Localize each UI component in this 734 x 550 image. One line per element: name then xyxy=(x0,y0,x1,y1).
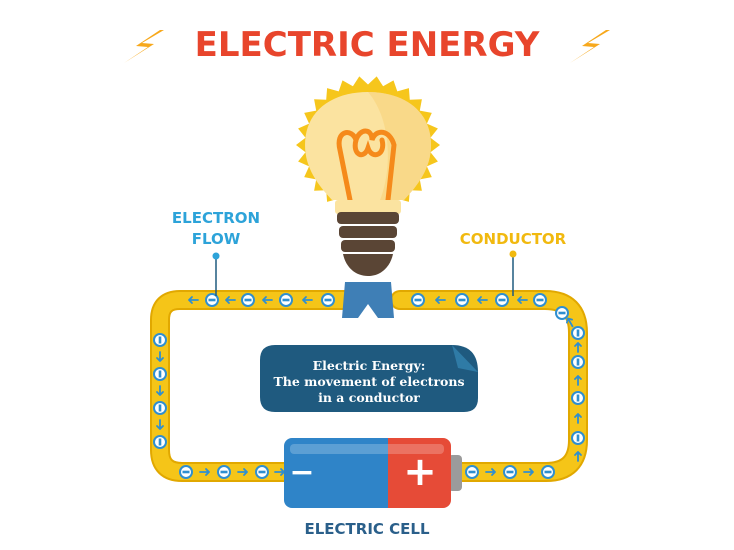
electron-charge-mark xyxy=(498,298,506,302)
bulb-socket-tip xyxy=(343,254,393,276)
conductor-wire xyxy=(150,290,588,482)
electron-charge-mark xyxy=(158,438,162,446)
bulb-socket xyxy=(341,240,395,252)
electron-charge-mark xyxy=(220,470,228,474)
battery-positive-half xyxy=(388,438,451,508)
electron-charge-mark xyxy=(244,298,252,302)
battery-highlight xyxy=(290,444,444,454)
arrow-icon xyxy=(566,317,574,328)
arrow-icon xyxy=(156,385,164,396)
electron-flow-label-line2: FLOW xyxy=(192,230,241,248)
arrow-icon xyxy=(262,296,273,304)
electron-flow-pointer-dot xyxy=(212,252,220,260)
electron-charge-mark xyxy=(158,404,162,412)
electron-charge-mark xyxy=(324,298,332,302)
note-line-1: Electric Energy: xyxy=(313,358,426,373)
arrow-icon xyxy=(574,413,582,424)
bulb-neck xyxy=(335,200,401,214)
battery-negative-symbol: − xyxy=(289,455,314,490)
electron-charge-mark xyxy=(458,298,466,302)
lightning-bolt-icon xyxy=(124,30,164,63)
conductor-label: CONDUCTOR xyxy=(460,230,567,248)
battery-cap xyxy=(448,455,462,491)
arrow-icon xyxy=(302,296,313,304)
note-box: Electric Energy: The movement of electro… xyxy=(260,345,478,412)
electron-group xyxy=(153,293,585,479)
battery-seam xyxy=(388,438,398,508)
filament xyxy=(336,128,397,203)
note-box-fold xyxy=(452,345,478,372)
electron-charge-mark xyxy=(208,298,216,302)
electron-charge-mark xyxy=(506,470,514,474)
arrow-icon xyxy=(574,375,582,386)
arrow-icon xyxy=(225,296,236,304)
note-box-shape xyxy=(260,345,478,412)
electric-cell-label: ELECTRIC CELL xyxy=(304,520,429,538)
arrow-icon xyxy=(199,468,210,476)
electron-flow-label-line1: ELECTRON xyxy=(172,209,260,227)
electron-charge-mark xyxy=(576,394,580,402)
arrow-icon xyxy=(574,342,582,353)
electron-charge-mark xyxy=(576,434,580,442)
arrow-icon xyxy=(156,351,164,362)
light-bulb-icon xyxy=(296,76,440,318)
page-title: ELECTRIC ENERGY xyxy=(195,25,540,65)
bulb-socket xyxy=(339,226,397,238)
electron-charge-mark xyxy=(576,329,580,337)
arrow-icon xyxy=(574,451,582,462)
arrow-icon xyxy=(435,296,446,304)
note-line-2: The movement of electrons xyxy=(273,374,464,389)
bulb-glass-shade xyxy=(368,92,431,200)
electron-charge-mark xyxy=(158,370,162,378)
conductor-label-group: CONDUCTOR xyxy=(460,230,567,296)
bulb-socket xyxy=(337,212,399,224)
conductor-pointer-dot xyxy=(509,250,517,258)
arrow-icon xyxy=(477,296,488,304)
bulb-clip xyxy=(342,282,394,318)
lightning-bolt-icon xyxy=(570,30,610,63)
electron-charge-mark xyxy=(536,298,544,302)
arrow-icon xyxy=(237,468,248,476)
electron-charge-mark xyxy=(414,298,422,302)
electron-charge-mark xyxy=(258,470,266,474)
arrow-icon xyxy=(188,296,199,304)
electron-charge-mark xyxy=(158,336,162,344)
arrow-icon xyxy=(485,468,496,476)
electron-charge-mark xyxy=(576,358,580,366)
electron-charge-mark xyxy=(182,470,190,474)
electron-charge-mark xyxy=(558,311,566,315)
electron-charge-mark xyxy=(282,298,290,302)
note-line-3: in a conductor xyxy=(318,390,420,405)
arrow-group xyxy=(156,296,582,476)
electron-charge-mark xyxy=(468,470,476,474)
battery-negative-half xyxy=(284,438,396,508)
arrow-icon xyxy=(156,419,164,430)
title-group: ELECTRIC ENERGY xyxy=(124,25,610,65)
arrow-icon xyxy=(517,296,528,304)
arrow-icon xyxy=(523,468,534,476)
battery-icon: − + xyxy=(284,438,462,508)
electron-flow-label: ELECTRON FLOW xyxy=(172,209,260,296)
electron-charge-mark xyxy=(544,470,552,474)
battery-positive-symbol: + xyxy=(403,449,437,495)
